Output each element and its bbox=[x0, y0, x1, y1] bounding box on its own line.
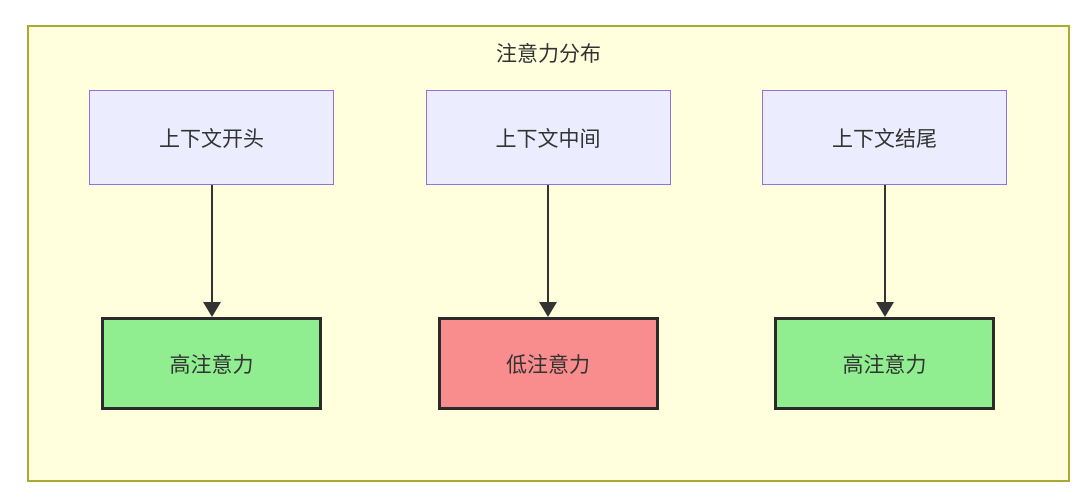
diagram-panel: 注意力分布 上下文开头 高注意力 上下文中间 低注意力 上下文结尾 高注 bbox=[27, 25, 1070, 482]
arrow-line bbox=[547, 185, 549, 302]
node-context-end: 上下文结尾 bbox=[762, 90, 1007, 185]
column-context-start: 上下文开头 高注意力 bbox=[89, 90, 334, 410]
node-context-middle: 上下文中间 bbox=[425, 90, 671, 185]
diagram-title: 注意力分布 bbox=[496, 43, 601, 66]
arrow-down-icon bbox=[202, 185, 221, 317]
column-context-end: 上下文结尾 高注意力 bbox=[762, 90, 1007, 410]
diagram-columns: 上下文开头 高注意力 上下文中间 低注意力 上下文结尾 高注意力 bbox=[29, 90, 1068, 410]
arrow-line bbox=[210, 185, 213, 302]
column-context-middle: 上下文中间 低注意力 bbox=[425, 90, 671, 410]
node-high-attention-end: 高注意力 bbox=[774, 317, 995, 410]
arrow-head bbox=[539, 302, 557, 317]
arrow-line bbox=[883, 185, 886, 302]
arrow-head bbox=[875, 302, 894, 317]
arrow-head bbox=[202, 302, 221, 317]
arrow-down-icon bbox=[539, 185, 557, 317]
node-context-start: 上下文开头 bbox=[89, 90, 334, 185]
node-low-attention-middle: 低注意力 bbox=[437, 317, 659, 410]
arrow-down-icon bbox=[875, 185, 894, 317]
node-high-attention-start: 高注意力 bbox=[101, 317, 322, 410]
